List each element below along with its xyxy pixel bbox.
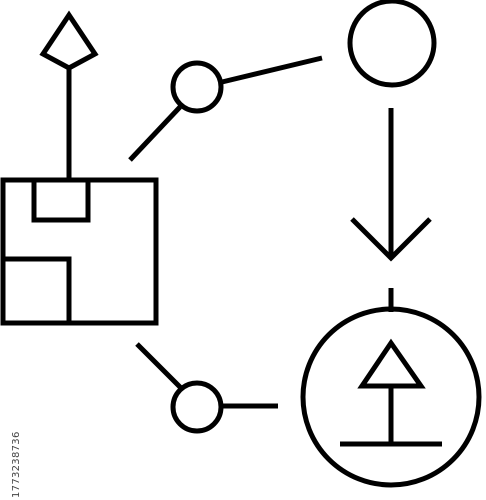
top-connector-icon <box>128 55 323 162</box>
upload-circle-outline <box>300 306 482 488</box>
up-arrow-head <box>39 10 99 71</box>
bottom-connector-node <box>170 380 224 434</box>
up-arrow-icon <box>39 10 99 180</box>
down-arrow-head <box>350 217 432 262</box>
upload-circle-icon <box>300 288 482 488</box>
upload-arrow-head <box>357 338 426 389</box>
top-connector-node <box>170 60 224 114</box>
top-connector-line-right <box>221 55 323 85</box>
destination-circle-icon <box>347 0 437 88</box>
box-label-panel <box>3 256 72 323</box>
box-tape-flap <box>31 180 91 223</box>
box-outline <box>0 177 159 326</box>
top-connector-line-left <box>128 105 182 162</box>
bottom-connector-icon <box>135 342 278 434</box>
side-id-text: 1773238736 <box>11 431 22 498</box>
bottom-connector-line-left <box>135 342 183 390</box>
package-box-icon <box>0 177 159 326</box>
down-arrow-icon <box>350 108 432 262</box>
side-id-label: 1773238736 <box>1 380 22 498</box>
